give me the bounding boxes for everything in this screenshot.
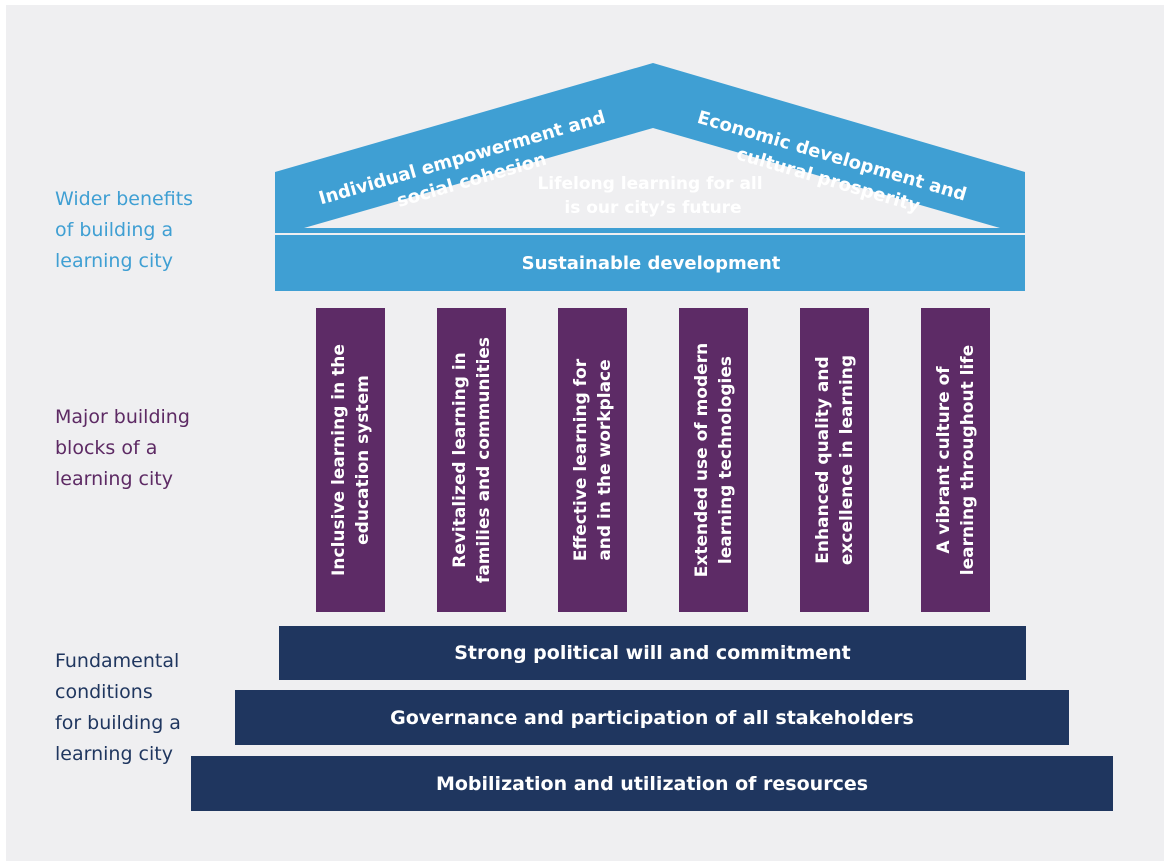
beam-label: Sustainable development (522, 253, 781, 274)
pillar-line: Effective learning for (570, 358, 591, 562)
pillar-label: A vibrant culture of learning throughout… (932, 315, 980, 605)
pillar-label: Extended use of modern learning technolo… (690, 315, 738, 605)
label-line: Wider benefits (55, 188, 194, 210)
pillar-learning-technologies: Extended use of modern learning technolo… (679, 308, 748, 612)
pillar-label: Inclusive learning in the education syst… (327, 315, 375, 605)
label-line: learning city (55, 250, 173, 272)
pillar-line: education system (352, 375, 373, 545)
pillar-line: learning technologies (715, 355, 736, 565)
label-major-blocks: Major building blocks of a learning city (55, 402, 190, 495)
step-political-will: Strong political will and commitment (279, 626, 1026, 680)
label-fundamental-conditions: Fundamental conditions for building a le… (55, 646, 181, 770)
step-governance: Governance and participation of all stak… (235, 690, 1069, 745)
pillar-label: Enhanced quality and excellence in learn… (811, 315, 859, 605)
label-line: conditions (55, 681, 153, 703)
pillar-line: Inclusive learning in the (328, 344, 349, 576)
pillar-inclusive-learning: Inclusive learning in the education syst… (316, 308, 385, 612)
label-line: blocks of a (55, 437, 158, 459)
pillar-line: and in the workplace (594, 359, 615, 561)
pillar-line: excellence in learning (836, 354, 857, 566)
pillar-line: Extended use of modern (691, 342, 712, 578)
pillar-label: Effective learning for and in the workpl… (569, 315, 617, 605)
label-line: of building a (55, 219, 174, 241)
pillar-culture-of-learning: A vibrant culture of learning throughout… (921, 308, 990, 612)
pillar-revitalized-learning: Revitalized learning in families and com… (437, 308, 506, 612)
label-line: learning city (55, 468, 173, 490)
pillar-line: learning throughout life (957, 344, 978, 576)
label-line: Major building (55, 406, 190, 428)
roof-inner-triangle (304, 128, 1000, 228)
label-line: Fundamental (55, 650, 180, 672)
pillar-line: A vibrant culture of (933, 366, 954, 554)
pillar-effective-learning: Effective learning for and in the workpl… (558, 308, 627, 612)
step-resources: Mobilization and utilization of resource… (191, 756, 1113, 811)
pillar-label: Revitalized learning in families and com… (448, 315, 496, 605)
roof-center-text: Lifelong learning for all is our city’s … (537, 174, 768, 218)
pillar-line: families and communities (473, 336, 494, 584)
pillar-line: Revitalized learning in (449, 352, 470, 568)
label-line: for building a (55, 712, 181, 734)
roof-beam (275, 235, 1025, 291)
pillar-quality-excellence: Enhanced quality and excellence in learn… (800, 308, 869, 612)
label-line: learning city (55, 743, 173, 765)
label-wider-benefits: Wider benefits of building a learning ci… (55, 184, 193, 277)
roof: Individual empowerment and social cohesi… (275, 63, 1025, 291)
pillar-line: Enhanced quality and (812, 356, 833, 564)
